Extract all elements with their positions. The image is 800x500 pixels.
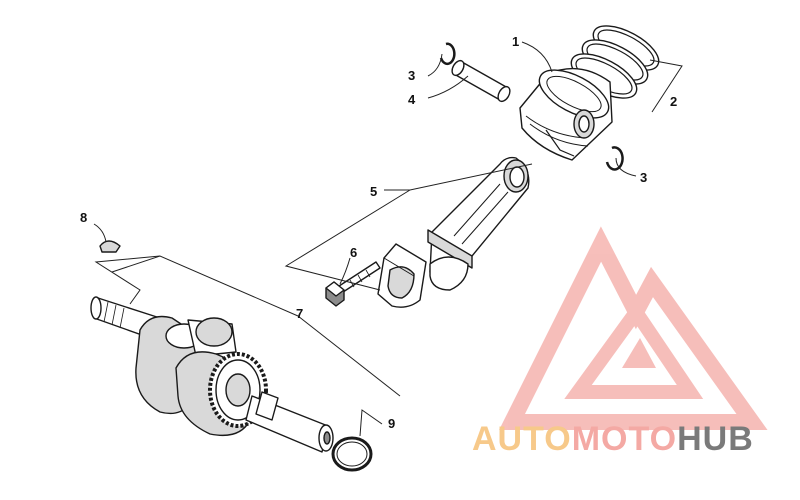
o-ring xyxy=(331,436,373,472)
callout-9: 9 xyxy=(388,416,395,431)
rod-bolt xyxy=(325,261,381,307)
watermark-auto: AUTO xyxy=(472,420,572,458)
callout-7: 7 xyxy=(296,306,303,321)
watermark-moto: MOTO xyxy=(571,420,678,458)
callout-4: 4 xyxy=(408,92,416,107)
circlips xyxy=(439,42,624,171)
callout-3-right: 3 xyxy=(640,170,647,185)
callout-5: 5 xyxy=(370,184,377,199)
callout-1: 1 xyxy=(512,34,519,49)
callout-3-top: 3 xyxy=(408,68,415,83)
connecting-rod xyxy=(427,156,530,291)
callout-8: 8 xyxy=(80,210,87,225)
woodruff-key xyxy=(99,240,121,253)
rod-cap xyxy=(377,243,427,308)
piston xyxy=(519,67,613,161)
crankshaft xyxy=(90,296,334,453)
wrist-pin xyxy=(451,59,511,103)
watermark-text: AUTOMOTOHUB xyxy=(472,420,754,459)
callout-6: 6 xyxy=(350,245,357,260)
watermark-logo xyxy=(499,226,768,430)
leader-lines xyxy=(93,41,683,437)
callout-2: 2 xyxy=(670,94,677,109)
callouts: 1 2 3 4 3 5 6 7 8 9 xyxy=(80,34,677,431)
watermark-hub: HUB xyxy=(677,420,754,458)
